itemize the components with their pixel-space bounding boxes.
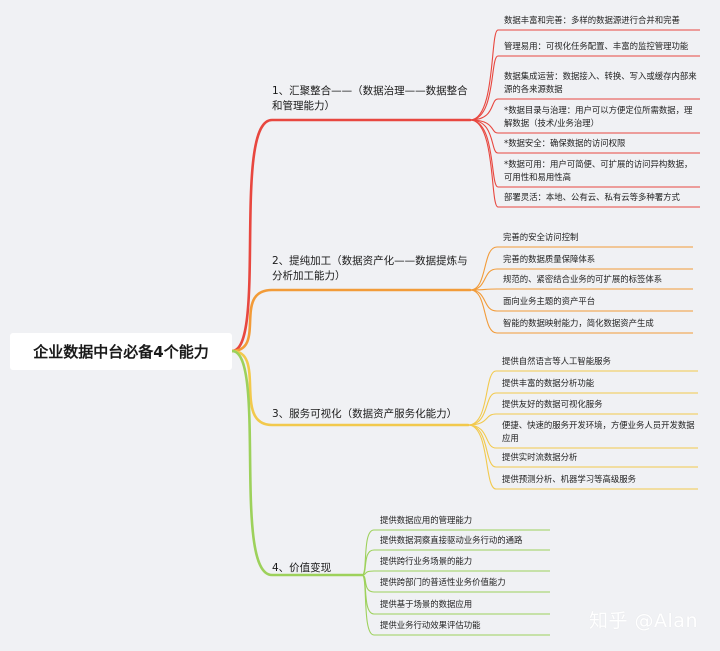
leaf-connector [361,549,550,576]
leaf-node[interactable]: 完善的数据质量保障体系 [503,254,596,264]
branch-4[interactable]: 4、价值变现 [272,562,332,574]
leaf-node[interactable]: *数据可用：用户可简便、可扩展的访问异构数据，可用性和易用性高 [504,159,693,182]
leaf-connector [469,246,693,291]
watermark: 知乎 @Alan [589,606,698,633]
leaf-connector [467,392,698,426]
root-node[interactable]: 企业数据中台必备4个能力 [10,333,232,370]
leaf-connector [469,98,700,121]
branch-1[interactable]: 1、汇聚整合——（数据治理——数据整合和管理能力） [272,85,468,112]
leaf-node[interactable]: 提供业务行动效果评估功能 [380,620,481,630]
branch-3-connector [230,349,470,427]
leaf-connector [467,413,698,426]
leaf-connector [469,119,700,208]
leaf-node[interactable]: 部署灵活：本地、公有云、私有云等多种署方式 [504,192,680,202]
leaf-node[interactable]: 面向业务主题的资产平台 [503,296,596,306]
leaf-node[interactable]: 提供基于场景的数据应用 [380,599,473,609]
leaf-node[interactable]: 提供预测分析、机器学习等高级服务 [502,474,636,484]
leaf-node[interactable]: 提供数据应用的管理能力 [380,515,473,525]
leaf-connector [469,55,700,121]
branch-2[interactable]: 2、提纯加工（数据资产化——数据提炼与分析加工能力） [272,255,468,282]
leaf-node[interactable]: 数据集成运营：数据接入、转换、写入或缓存内部来源的各来源数据 [504,71,697,94]
leaf-node[interactable]: 提供丰富的数据分析功能 [502,378,595,388]
branch-1-connector [230,118,472,353]
leaf-node[interactable]: 提供友好的数据可视化服务 [502,399,603,409]
leaf-node[interactable]: 提供跨部门的普适性业务价值能力 [380,577,506,587]
leaf-node[interactable]: 完善的安全访问控制 [503,232,579,242]
branch-3[interactable]: 3、服务可视化（数据资产服务化能力） [272,408,458,420]
leaf-node[interactable]: 提供自然语言等人工智能服务 [502,356,611,366]
leaf-node[interactable]: 提供跨行业务场景的能力 [380,556,473,566]
leaf-node[interactable]: *数据安全：确保数据的访问权限 [504,138,626,148]
branch-2-connector [230,288,472,353]
leaf-connector [467,424,698,468]
leaf-node[interactable]: 提供实时流数据分析 [502,452,578,462]
root-label: 企业数据中台必备4个能力 [33,343,209,361]
leaf-node[interactable]: 数据丰富和完善：多样的数据源进行合并和完善 [504,15,680,25]
leaf-connector [469,29,700,121]
leaf-connector [469,119,700,154]
leaf-connector [467,424,698,490]
leaf-connector [361,570,550,576]
leaf-connector [469,289,693,334]
leaf-node[interactable]: 规范的、紧密结合业务的可扩展的标签体系 [503,274,663,284]
leaf-connector [467,370,698,426]
leaf-node[interactable]: *数据目录与治理：用户可以方便定位所需数据，理解数据（技术/业务治理） [504,105,693,128]
leaf-node[interactable]: 管理易用：可视化任务配置、丰富的监控管理功能 [504,41,689,51]
leaf-node[interactable]: 便捷、快速的服务开发环境，方便业务人员开发数据应用 [502,420,695,443]
leaf-node[interactable]: 智能的数据映射能力，简化数据资产生成 [503,318,654,328]
leaf-connector [361,574,550,636]
branch-4-connector [230,349,364,577]
leaf-node[interactable]: 提供数据洞察直接驱动业务行动的通路 [380,535,523,545]
leaf-connector [469,288,693,291]
watermark-text: 知乎 @Alan [588,610,698,632]
leaf-connector [469,268,693,291]
